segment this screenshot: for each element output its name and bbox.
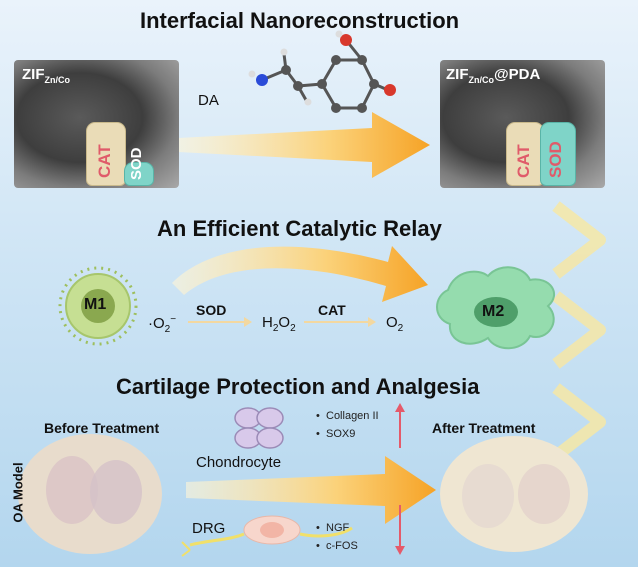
drg-label: DRG xyxy=(192,520,226,537)
cartilage-after-photo xyxy=(440,436,588,552)
sod-enzyme-label: SOD xyxy=(196,302,227,318)
m2-label: M2 xyxy=(482,303,505,320)
h2o2-label: H2O2 xyxy=(262,314,296,334)
cat-cylinder xyxy=(506,122,544,186)
m1-label: M1 xyxy=(84,296,107,313)
sod-label: SOD xyxy=(128,147,145,180)
dopamine-molecule xyxy=(261,39,389,110)
chondrocyte-label: Chondrocyte xyxy=(196,454,282,471)
sod-cylinder xyxy=(124,162,154,186)
section-title-catalytic-relay: An Efficient Catalytic Relay xyxy=(157,216,442,241)
process-arrow-top xyxy=(178,112,430,178)
cartilage-before-photo xyxy=(18,434,162,554)
section-title-nanoreconstruction: Interfacial Nanoreconstruction xyxy=(140,8,460,33)
process-arrow-bottom xyxy=(186,456,436,524)
marker-collagen-ii: Collagen II xyxy=(316,410,379,422)
sod-label: SOD xyxy=(546,141,565,178)
zif-pda-label: ZIFZn/Co@PDA xyxy=(446,66,541,85)
cat-label: CAT xyxy=(95,144,114,178)
marker-c-fos: c-FOS xyxy=(316,540,358,552)
tem-image-zif-pda: ZIFZn/Co@PDA CAT SOD xyxy=(440,60,605,188)
after-treatment-label: After Treatment xyxy=(432,420,536,436)
superoxide-label: ·O2− xyxy=(148,314,177,335)
side-chevrons xyxy=(552,201,606,461)
marker-sox9: SOX9 xyxy=(316,428,355,440)
relay-curved-arrow xyxy=(172,246,428,302)
marker-ngf: NGF xyxy=(316,522,349,534)
oa-model-label: OA Model xyxy=(10,462,26,523)
zif-label: ZIFZn/Co xyxy=(22,66,70,85)
sod-cylinder xyxy=(540,122,576,186)
o2-label: O2 xyxy=(386,314,404,334)
cat-label: CAT xyxy=(514,144,533,178)
section-title-cartilage: Cartilage Protection and Analgesia xyxy=(116,374,480,399)
cat-enzyme-label: CAT xyxy=(318,302,346,318)
da-label: DA xyxy=(198,92,219,109)
tem-image-zif: ZIFZn/Co CAT SOD xyxy=(14,60,179,188)
m1-macrophage xyxy=(58,266,138,346)
cat-cylinder xyxy=(86,122,126,186)
before-treatment-label: Before Treatment xyxy=(44,420,160,436)
chondrocyte-icon xyxy=(234,407,284,449)
